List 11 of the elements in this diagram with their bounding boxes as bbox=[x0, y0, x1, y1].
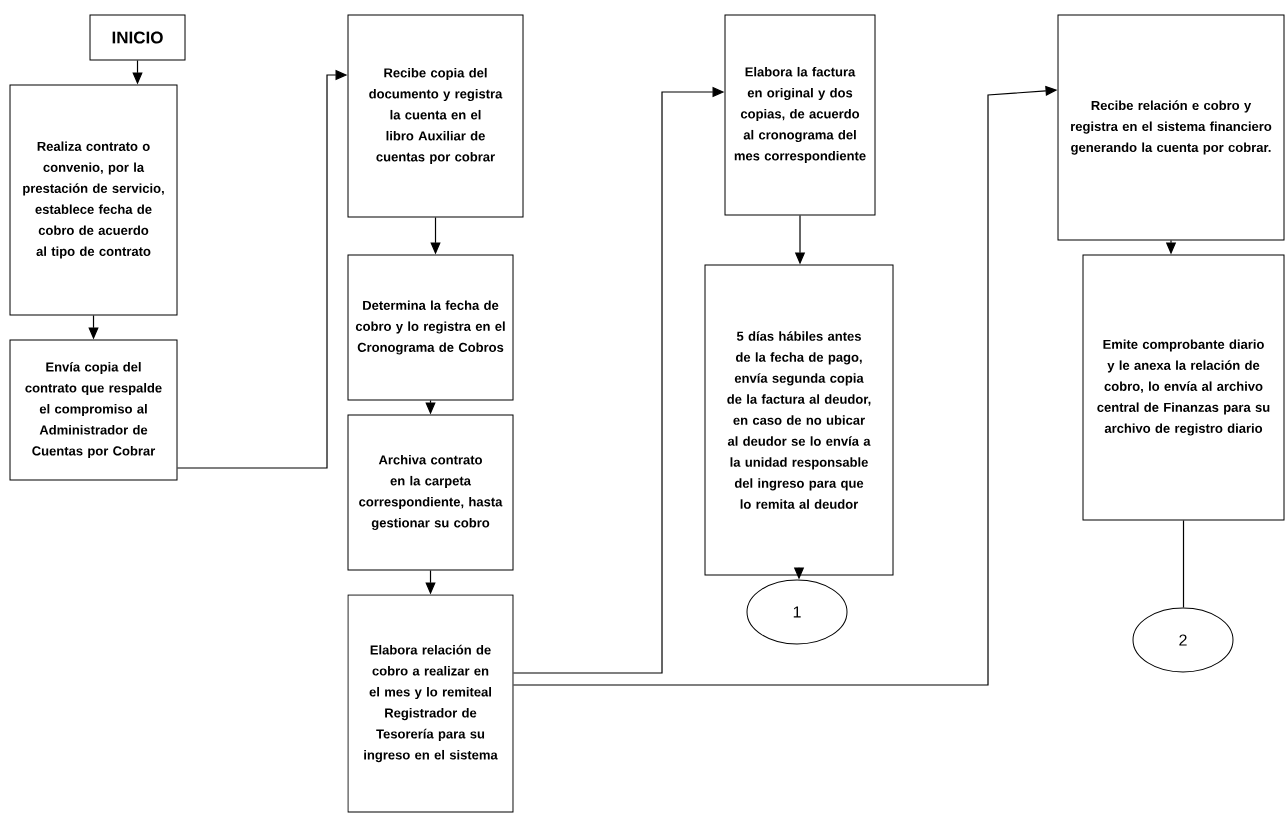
process-box: Realiza contrato o convenio, por la prestación de servicio, establece fecha de cobro de acuerdo al tipo de contrato bbox=[9, 84, 178, 316]
start-box: INICIO bbox=[89, 14, 186, 61]
process-box: Recibe relación e cobro y registra en el sistema financiero generando la cuenta por cobrar. bbox=[1057, 14, 1285, 241]
process-box: Recibe copia del documento y registra la cuenta en el libro Auxiliar de cuentas por cobrar bbox=[347, 14, 524, 218]
process-box: Emite comprobante diario y le anexa la relación de cobro, lo envía al archivo central de Finanzas para su archivo de registro diario bbox=[1082, 254, 1285, 521]
process-box: Determina la fecha de cobro y lo registra en el Cronograma de Cobros bbox=[347, 254, 514, 401]
process-box: 5 días hábiles antes de la fecha de pago, envía segunda copia de la factura al deudor, en caso de no ubicar al deudor se lo envía a la unidad responsable del ingreso para que lo remita al deudor bbox=[704, 264, 894, 576]
process-box: Elabora la factura en original y dos copias, de acuerdo al cronograma del mes correspondiente bbox=[724, 14, 876, 216]
process-box: Archiva contrato en la carpeta correspondiente, hasta gestionar su cobro bbox=[347, 414, 514, 571]
process-box: Elabora relación de cobro a realizar en el mes y lo remiteal Registrador de Tesorería para su ingreso en el sistema bbox=[347, 594, 514, 813]
process-box: Envía copia del contrato que respalde el compromiso al Administrador de Cuentas por Cobrar bbox=[9, 339, 178, 481]
